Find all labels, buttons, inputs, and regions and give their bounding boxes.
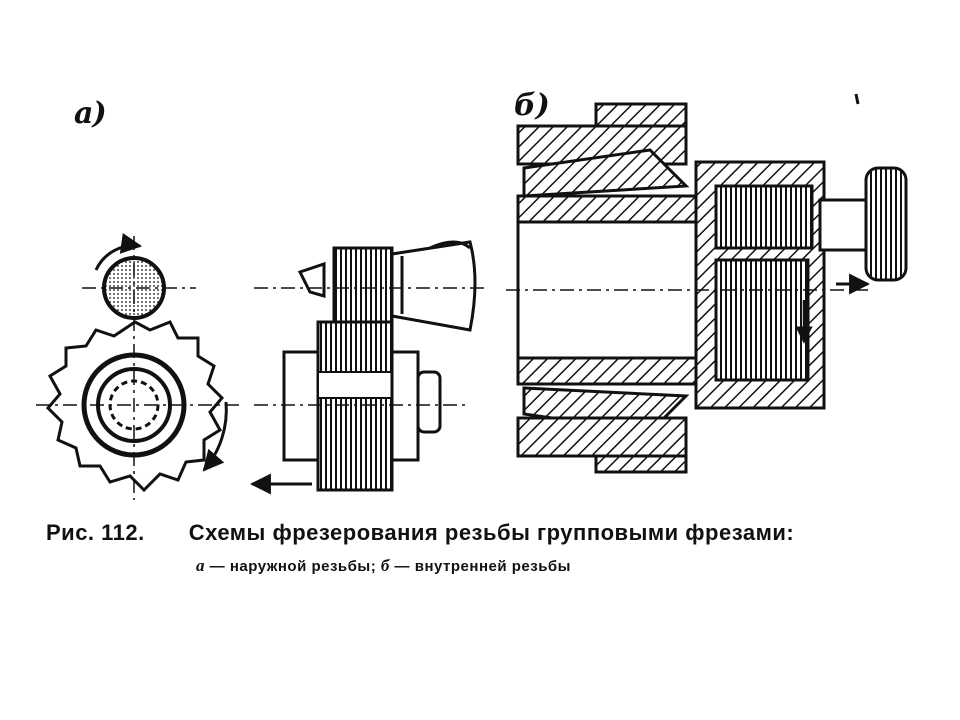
- view-b: [506, 93, 908, 474]
- workpiece-center-point: [297, 261, 326, 298]
- bore-wall-top: [516, 194, 698, 224]
- view-a-cutter-section: [36, 232, 240, 500]
- cutter-teeth-bottom: [714, 258, 810, 382]
- workpiece-threaded: [332, 246, 394, 324]
- view-a-side: [249, 240, 486, 495]
- nut: [416, 370, 442, 434]
- caption-b-text: — внутренней резьбы: [389, 558, 571, 575]
- handwheel: [864, 166, 908, 282]
- caption-title: Схемы фрезерования резьбы групповыми фре…: [188, 520, 795, 545]
- figure-caption: Рис. 112. Схемы фрезерования резьбы групп…: [46, 520, 794, 546]
- cutter-teeth-top: [714, 184, 814, 250]
- housing-bottom: [516, 416, 688, 458]
- workpiece-chuck: [390, 240, 477, 332]
- caption-a-letter: а: [196, 556, 205, 575]
- spindle: [818, 198, 870, 252]
- bore-wall-bottom: [516, 356, 698, 386]
- arbor-left: [282, 350, 320, 462]
- caption-a-text: — наружной резьбы;: [205, 558, 381, 575]
- thread-profile-top: [522, 148, 690, 198]
- arbor-right: [390, 350, 420, 462]
- group-cutter: [316, 320, 394, 492]
- label-b: б): [514, 88, 550, 123]
- rotation-arrow-cutter: [202, 401, 228, 472]
- caption-b-letter: б: [380, 556, 390, 575]
- caption-number: Рис. 112.: [46, 520, 145, 545]
- label-a: а): [74, 96, 107, 131]
- figure-caption-legend: а — наружной резьбы; б — внутренней резь…: [196, 556, 571, 576]
